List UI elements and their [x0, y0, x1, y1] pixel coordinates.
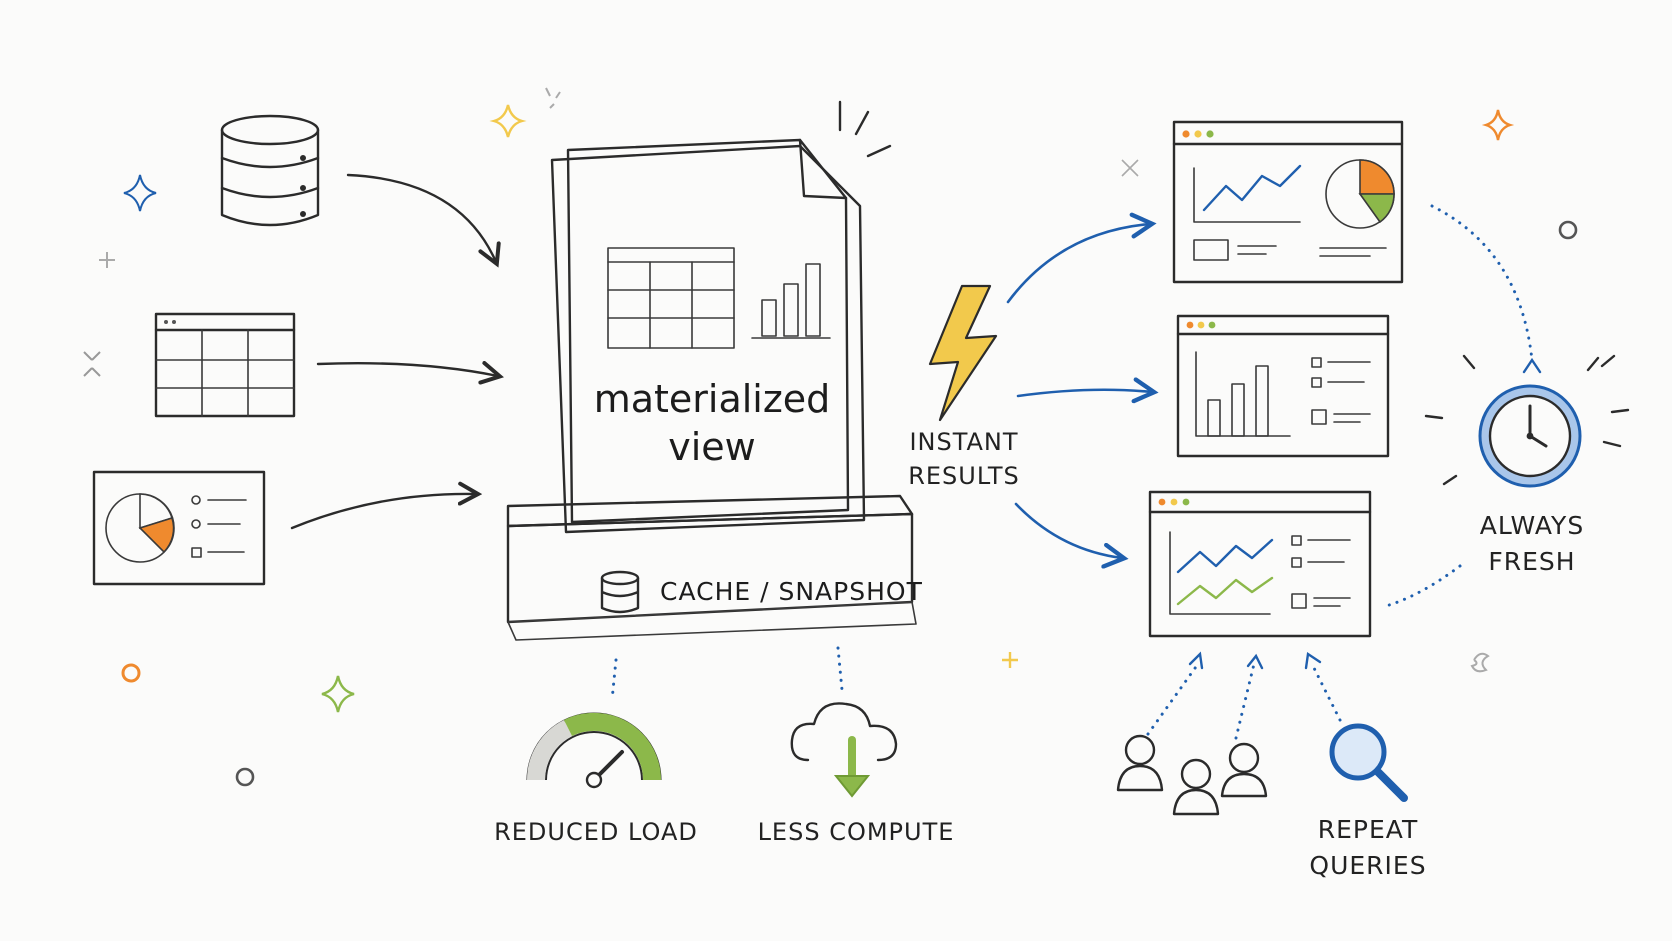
database-small-icon: [600, 570, 640, 614]
database-icon: [220, 114, 320, 227]
instant-results-line2: RESULTS: [908, 462, 1020, 490]
clock-icon: [1424, 354, 1630, 488]
dotted-line-user2: [1234, 662, 1256, 740]
instant-results-line1: INSTANT: [909, 428, 1018, 456]
magnifier-icon: [1329, 723, 1408, 802]
repeat-queries-line2: QUERIES: [1309, 851, 1426, 880]
gauge-icon: [526, 712, 662, 789]
view-title-line1: materialized: [594, 377, 831, 421]
dotted-line-load: [610, 658, 618, 702]
cache-snapshot-base: CACHE / SNAPSHOT: [506, 494, 923, 641]
base-label: CACHE / SNAPSHOT: [660, 577, 923, 606]
cloud-download-icon: [790, 702, 898, 798]
always-fresh-line1: ALWAYS: [1480, 511, 1584, 540]
dashboard-icon: [1176, 314, 1390, 458]
less-compute-label: LESS COMPUTE: [758, 818, 955, 846]
arrow-database-to-view: [346, 173, 496, 262]
pie-report-icon: [92, 470, 266, 586]
table-icon: [154, 312, 296, 418]
dashboard-icon: [1148, 490, 1372, 638]
dashboard-icon: [1172, 120, 1404, 284]
reduced-load-label: REDUCED LOAD: [494, 818, 698, 846]
always-fresh-line2: FRESH: [1488, 547, 1575, 576]
arrow-report-to-view: [290, 494, 476, 530]
dotted-line-refresh-bottom: [1384, 564, 1462, 608]
arrow-table-to-view: [316, 363, 498, 376]
dotted-line-refresh-top: [1430, 204, 1534, 362]
dotted-line-query: [1310, 662, 1342, 722]
users-icon: [1116, 734, 1268, 816]
repeat-queries-line1: REPEAT: [1318, 815, 1418, 844]
sparkle-icon: [83, 87, 1578, 787]
lightning-icon: [928, 284, 998, 422]
view-title-line2: view: [668, 425, 756, 469]
arrow-to-dashboard-3: [1014, 502, 1122, 558]
mini-table-icon: [607, 247, 735, 349]
arrow-to-dashboard-2: [1016, 390, 1152, 396]
mini-bar-chart-icon: [751, 263, 831, 339]
dotted-line-compute: [836, 646, 844, 692]
materialized-view-document: materialized view: [550, 100, 892, 534]
dotted-line-user1: [1146, 662, 1200, 736]
arrow-to-dashboard-1: [1006, 224, 1150, 304]
